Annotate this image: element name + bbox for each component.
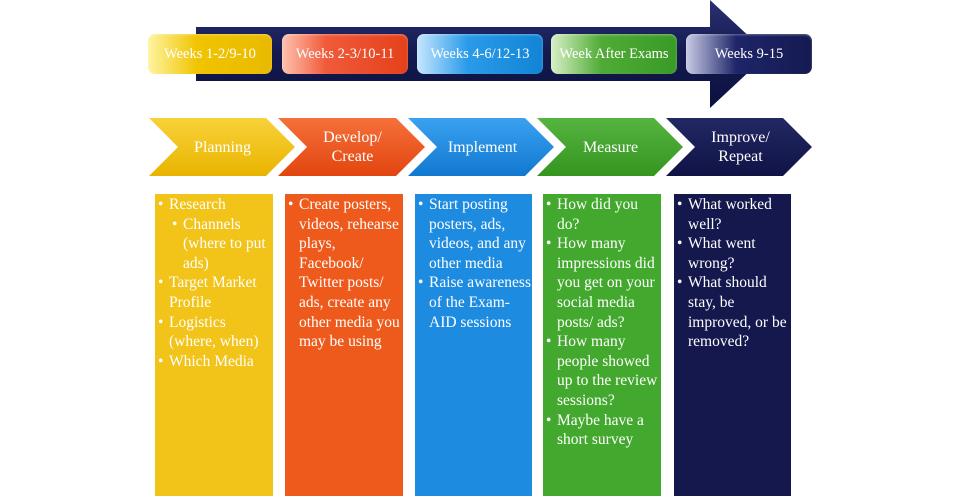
list-item: Raise awareness of the Exam-AID sessions	[417, 273, 532, 332]
list-item: Create posters, videos, rehearse plays, …	[287, 195, 403, 352]
phase-title-line: Repeat	[718, 148, 763, 165]
list-subitem: Channels (where to put ads)	[157, 215, 273, 274]
phase-title-line: Develop/	[323, 129, 382, 146]
list-item: What should stay, be improved, or be rem…	[676, 273, 791, 351]
week-label: Weeks 1-2/9-10	[164, 45, 256, 62]
timeline-week-5: Weeks 9-15	[686, 34, 812, 74]
planning-details: Research Channels (where to put ads) Tar…	[155, 194, 273, 496]
list-item: Maybe have a short survey	[545, 411, 661, 450]
timeline-week-4: Week After Exams	[551, 34, 677, 74]
list-item: Research	[157, 195, 273, 215]
phase-title-line: Measure	[582, 138, 639, 156]
week-label: Week After Exams	[559, 45, 669, 62]
week-label: Weeks 2-3/10-11	[295, 45, 395, 62]
list-item: Target Market Profile	[157, 273, 273, 312]
list-item: Logistics (where, when)	[157, 313, 273, 352]
list-item: How many people showed up to the review …	[545, 332, 661, 410]
chevron-planning	[149, 118, 295, 176]
chevron-develop	[278, 118, 425, 176]
chevron-measure	[537, 118, 683, 176]
week-label: Weeks 9-15	[714, 45, 784, 62]
measure-details: How did you do? How many impressions did…	[543, 194, 661, 496]
list-item: What went wrong?	[676, 234, 791, 273]
develop-details: Create posters, videos, rehearse plays, …	[285, 194, 403, 496]
phase-title-develop: Develop/Create	[290, 118, 415, 176]
phase-title-line: Improve/	[711, 129, 770, 146]
phase-title-line: Implement	[447, 138, 518, 156]
chevron-implement	[408, 118, 554, 176]
timeline-week-2: Weeks 2-3/10-11	[282, 34, 408, 74]
week-label: Weeks 4-6/12-13	[430, 45, 530, 62]
implement-details: Start posting posters, ads, videos, and …	[415, 194, 532, 496]
timeline-week-3: Weeks 4-6/12-13	[417, 34, 543, 74]
list-item: What worked well?	[676, 195, 791, 234]
list-item: How many impressions did you get on your…	[545, 234, 661, 332]
timeline-week-1: Weeks 1-2/9-10	[148, 34, 272, 74]
chevron-improve	[666, 118, 812, 176]
list-item: How did you do?	[545, 195, 661, 234]
phase-title-improve: Improve/Repeat	[678, 118, 803, 176]
list-item: Start posting posters, ads, videos, and …	[417, 195, 532, 273]
phase-title-measure: Measure	[548, 118, 673, 176]
phase-title-line: Create	[331, 148, 374, 165]
phase-title-planning: Planning	[160, 118, 285, 176]
phase-title-line: Planning	[194, 138, 251, 156]
improve-details: What worked well? What went wrong? What …	[674, 194, 791, 496]
phase-title-implement: Implement	[420, 118, 545, 176]
list-item: Which Media	[157, 352, 273, 372]
